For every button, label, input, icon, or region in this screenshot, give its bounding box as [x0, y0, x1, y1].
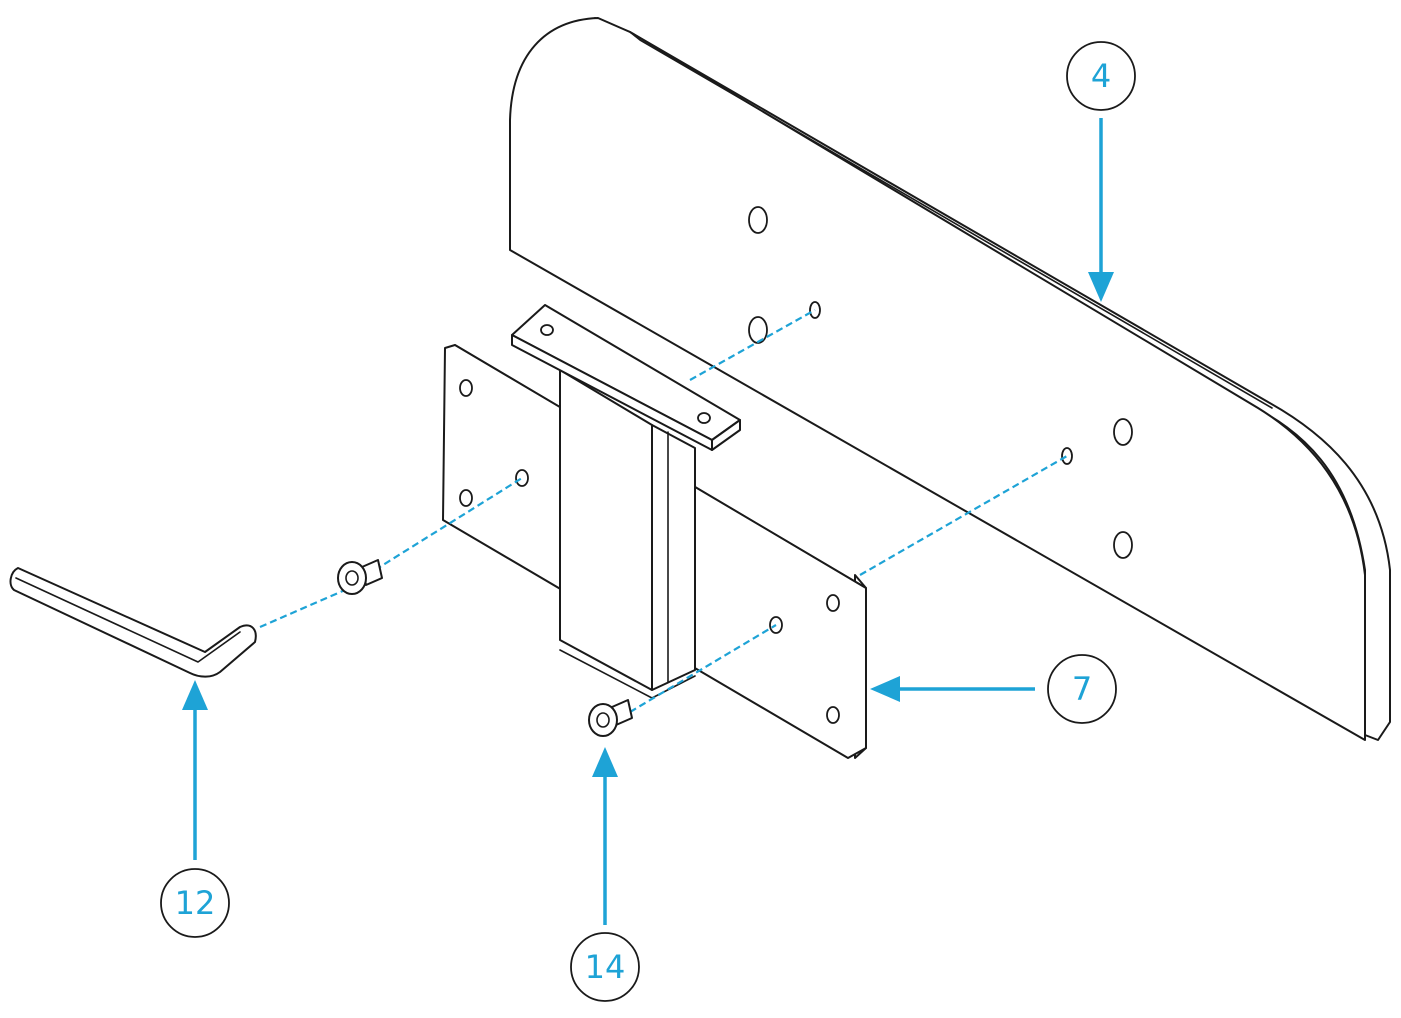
hex-key	[9, 567, 257, 678]
callout-4-circle	[1066, 41, 1136, 111]
tube-front	[559, 369, 653, 691]
arrowhead-12	[182, 680, 208, 710]
callout-12: 12	[160, 868, 230, 938]
callout-4: 4	[1066, 41, 1136, 111]
callout-7: 7	[1047, 654, 1117, 724]
screw-lower-socket	[596, 712, 610, 728]
align-line-3	[374, 477, 523, 571]
plate-hole-4	[826, 594, 840, 612]
alignment-lines	[259, 309, 1068, 713]
panel-hole-6	[1061, 447, 1073, 465]
callout-4-label: 4	[1091, 57, 1111, 95]
arrowhead-4	[1088, 272, 1114, 302]
panel-hole-1	[748, 206, 768, 234]
callout-12-circle	[160, 868, 230, 938]
arrowhead-7	[870, 676, 900, 702]
screw-lower	[588, 699, 633, 737]
plate-hole-3	[515, 469, 529, 487]
plate-hole-1	[459, 379, 473, 397]
flange-hole-2	[697, 412, 711, 424]
screw-upper-head	[337, 561, 367, 595]
callout-14: 14	[570, 932, 640, 1002]
callout-12-label: 12	[175, 884, 216, 922]
tube-bracket	[511, 304, 741, 699]
plate-hole-2	[459, 489, 473, 507]
plate-hole-5	[826, 706, 840, 724]
hex-key-facet	[15, 577, 241, 663]
align-line-2	[859, 455, 1068, 576]
callout-7-circle	[1047, 654, 1117, 724]
flange-side	[711, 419, 741, 451]
callout-14-circle	[570, 932, 640, 1002]
panel-hole-2	[748, 316, 768, 344]
tube-side	[651, 424, 696, 691]
panel-hole-5	[1113, 531, 1133, 559]
align-line-5	[629, 624, 777, 713]
screw-upper	[337, 559, 383, 595]
back-panel-edge	[594, 17, 1391, 741]
flange-hole-1	[540, 324, 554, 336]
screw-upper-socket	[345, 570, 359, 586]
callout-14-label: 14	[585, 948, 626, 986]
hex-key-body	[9, 567, 257, 678]
screw-lower-head	[588, 703, 618, 737]
leader-arrows	[182, 118, 1114, 925]
callout-7-label: 7	[1072, 670, 1092, 708]
back-panel-edge-detail	[629, 31, 1273, 409]
back-panel-face	[509, 17, 1366, 741]
back-panel	[509, 17, 1391, 741]
align-line-4	[259, 588, 346, 629]
align-line-1	[689, 309, 816, 381]
panel-hole-4	[1113, 418, 1133, 446]
arrowhead-14	[592, 747, 618, 777]
